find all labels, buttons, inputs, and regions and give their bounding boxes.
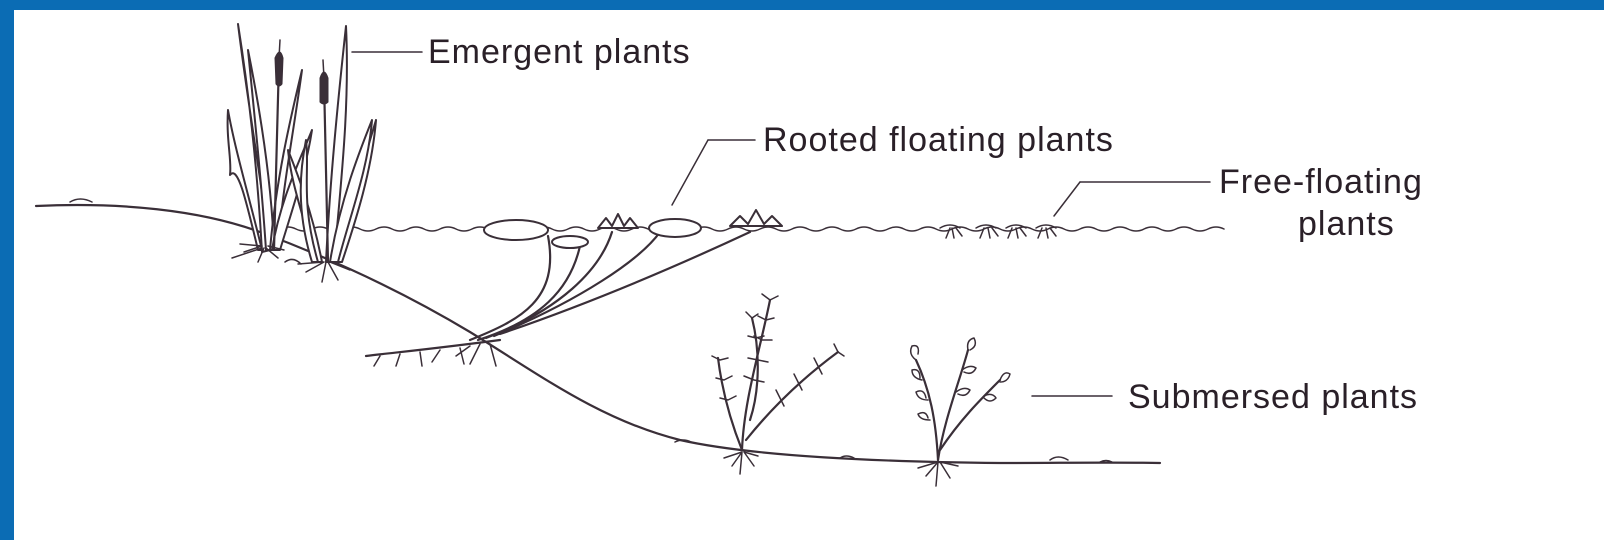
- rooted-floating-plants-illustration: [366, 210, 782, 366]
- free-floating-plants-label-line2: plants: [1298, 205, 1395, 243]
- free-floating-plants-label-line1: Free-floating: [1219, 163, 1423, 201]
- bottom-stones: [70, 199, 1112, 462]
- rooted-floating-plants-label: Rooted floating plants: [763, 121, 1114, 159]
- emergent-plants-label: Emergent plants: [428, 33, 691, 71]
- water-surface: [280, 227, 1224, 231]
- pond-bottom-profile: [36, 205, 1160, 463]
- emergent-plants-illustration: [228, 24, 376, 282]
- rooted-floating-leader-line: [672, 140, 708, 205]
- free-floating-leader-line: [1054, 182, 1080, 216]
- submersed-plants-label: Submersed plants: [1128, 378, 1418, 416]
- submersed-plants-illustration: [712, 294, 1010, 486]
